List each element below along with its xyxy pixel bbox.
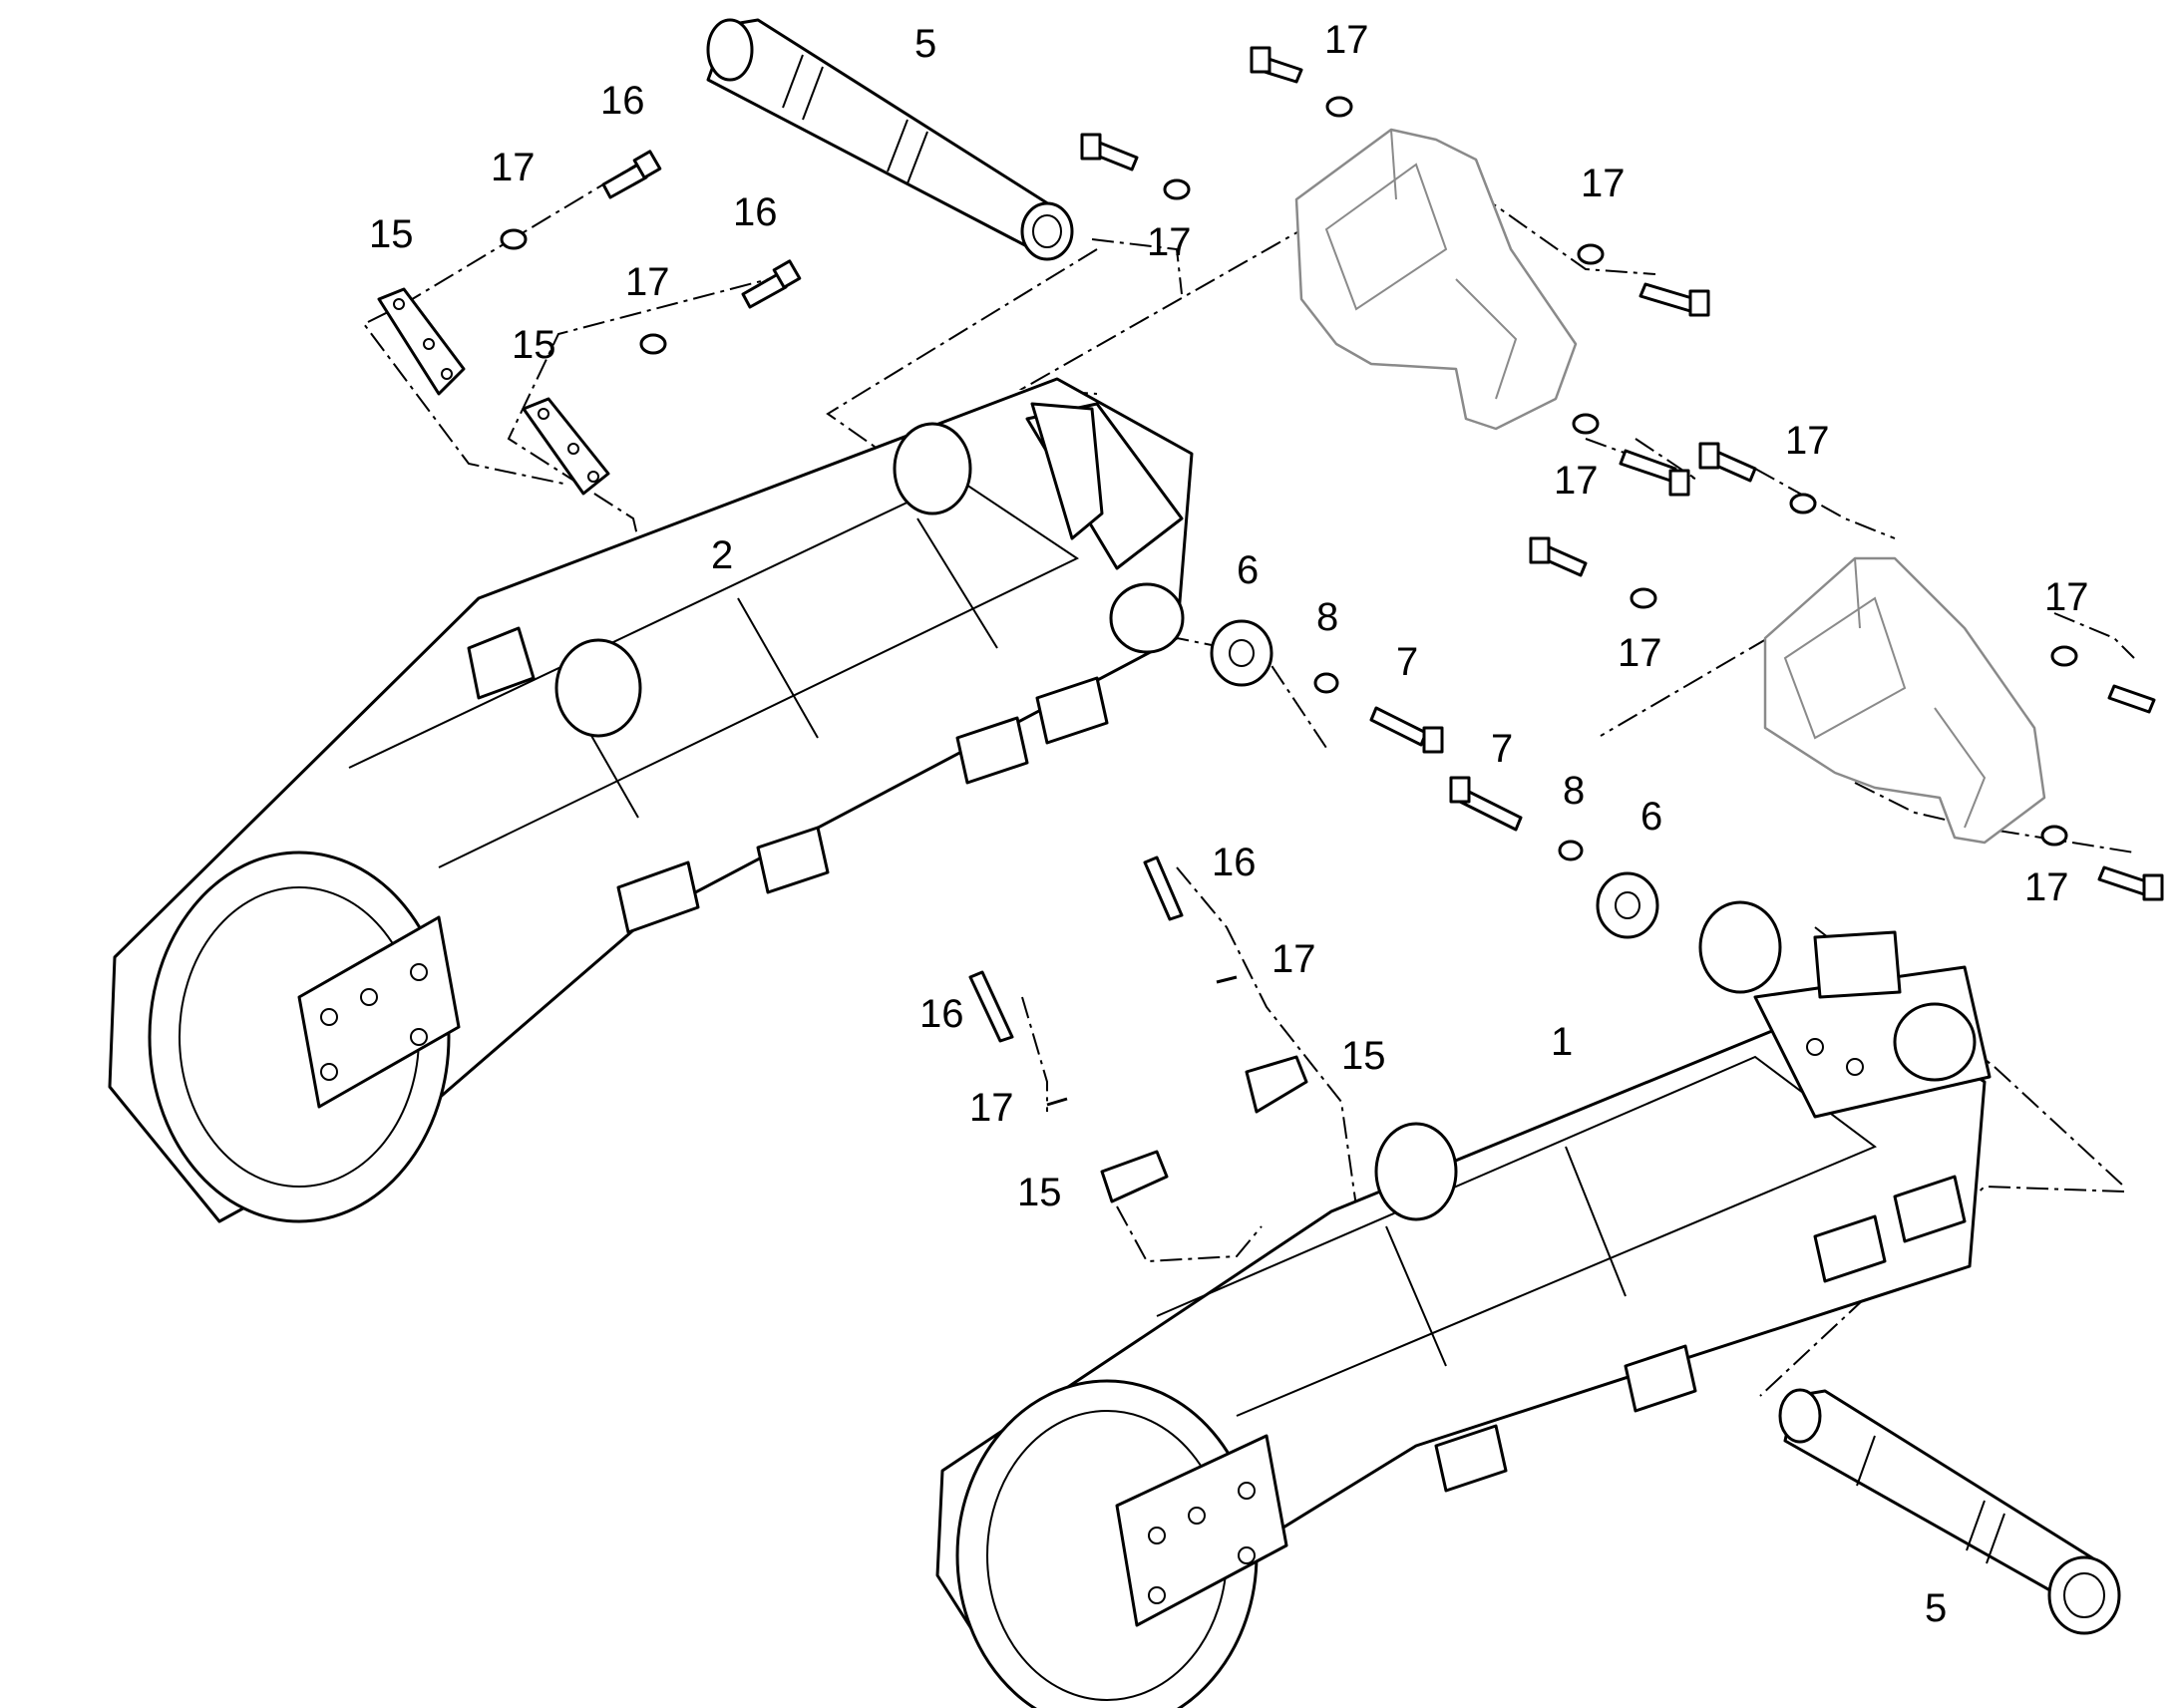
- callout-17-a: 17: [491, 146, 536, 189]
- washer-17-d: [1046, 1097, 1068, 1107]
- callout-17-c: 17: [1324, 18, 1369, 62]
- callout-2: 2: [711, 533, 733, 577]
- callout-16-c: 16: [1212, 841, 1257, 884]
- washer-8-lower: [1558, 840, 1584, 861]
- callout-15-a: 15: [369, 212, 414, 256]
- bolt-17-right-4: [2097, 865, 2164, 901]
- callout-6-a: 6: [1237, 548, 1259, 592]
- washer-17-right-4: [2040, 825, 2068, 847]
- callout-16-a: 16: [600, 79, 645, 123]
- callout-17-f: 17: [1554, 459, 1599, 503]
- callout-5-bottom: 5: [1925, 1586, 1947, 1630]
- callout-7-b: 7: [1491, 727, 1513, 771]
- washer-17-right-1: [1789, 493, 1817, 514]
- bolt-16-a: [601, 150, 662, 199]
- callout-8-b: 8: [1563, 769, 1585, 813]
- plate-6-upper: [1210, 619, 1273, 687]
- callout-6-b: 6: [1640, 795, 1662, 839]
- callout-5-top: 5: [914, 22, 936, 66]
- bolt-17-right-3: [2107, 684, 2156, 714]
- bolt-17-right-2: [1529, 536, 1588, 577]
- washer-17-right-3: [2050, 645, 2078, 667]
- callout-17-e: 17: [1581, 162, 1626, 205]
- bolt-16-d: [968, 970, 1014, 1043]
- callout-15-d: 15: [1017, 1171, 1062, 1214]
- washer-17-b: [639, 333, 667, 355]
- bolt-7-lower: [1449, 776, 1523, 832]
- bolt-17-top-2: [1080, 133, 1139, 171]
- pin-5-bottom: [1778, 1388, 2121, 1635]
- pin-5-top: [706, 18, 1074, 261]
- callout-7-a: 7: [1396, 640, 1418, 684]
- bolt-17-right-1: [1698, 442, 1757, 483]
- bolt-16-c: [1143, 855, 1184, 921]
- callout-8-a: 8: [1316, 595, 1338, 639]
- clamp-15-c: [1245, 1055, 1308, 1114]
- washer-17-top-2: [1163, 178, 1191, 200]
- clamp-15-a: [377, 287, 466, 396]
- callout-17-g: 17: [1785, 419, 1830, 463]
- bolt-17-top-1: [1250, 46, 1303, 84]
- bolt-17-top-3: [1638, 282, 1710, 317]
- track-frame-2: [108, 377, 1194, 1223]
- callout-17-l: 17: [969, 1086, 1014, 1130]
- bolt-17-top-4: [1619, 449, 1690, 497]
- frame-bracket-lower: [1763, 556, 2046, 845]
- callout-labels: 5 16 17 15 16 17 15 2 17 17 17 17 17 17 …: [369, 18, 2089, 1630]
- callout-17-d: 17: [1147, 220, 1192, 264]
- callout-16-b: 16: [733, 190, 778, 234]
- frame-bracket-upper: [1294, 128, 1578, 431]
- callout-17-i: 17: [2044, 575, 2089, 619]
- bolt-7-upper: [1369, 706, 1444, 754]
- callout-16-d: 16: [919, 992, 964, 1036]
- callout-17-h: 17: [1618, 631, 1662, 675]
- callout-17-j: 17: [2024, 865, 2069, 909]
- bolt-16-b: [741, 259, 802, 309]
- washer-17-c: [1216, 975, 1238, 984]
- washer-17-a: [500, 228, 528, 250]
- washer-17-top-4: [1572, 413, 1600, 435]
- callout-15-b: 15: [512, 323, 556, 367]
- washer-17-top-1: [1325, 96, 1353, 118]
- plate-6-lower: [1596, 871, 1659, 939]
- callout-17-k: 17: [1272, 937, 1316, 981]
- washer-8-upper: [1313, 672, 1339, 694]
- callout-15-c: 15: [1341, 1034, 1386, 1078]
- track-frame-1: [935, 900, 1992, 1708]
- callout-1: 1: [1551, 1020, 1573, 1064]
- clamp-15-b: [522, 397, 610, 496]
- washer-17-top-3: [1577, 243, 1605, 265]
- washer-17-right-2: [1630, 587, 1657, 609]
- clamp-15-d: [1100, 1150, 1169, 1203]
- callout-17-b: 17: [625, 260, 670, 304]
